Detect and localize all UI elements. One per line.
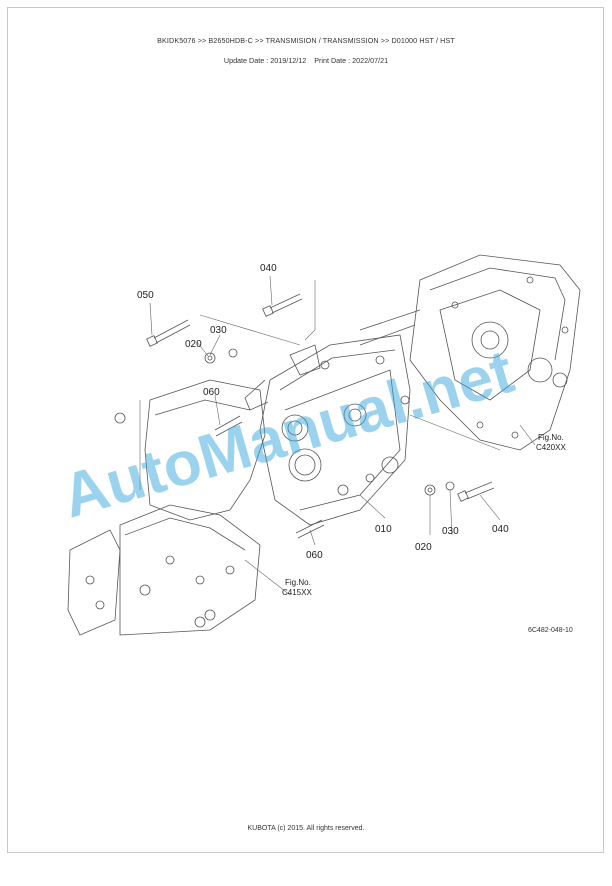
callout-060-bottom: 060	[306, 550, 323, 561]
hst-housing-drawing	[244, 334, 411, 526]
callout-020-bottom: 020	[415, 542, 432, 553]
fig-ref-left-label: Fig.No.	[285, 578, 311, 587]
fig-ref-right-label: Fig.No.	[538, 433, 564, 442]
callout-040-bottom: 040	[492, 524, 509, 535]
copyright-footer: KUBOTA (c) 2015. All rights reserved.	[247, 825, 365, 832]
fasteners-drawing	[146, 293, 495, 539]
page-frame	[7, 7, 604, 853]
callout-030-bottom: 030	[442, 526, 459, 537]
parts-diagram: 040 050 030 020 060 010 020 030 040 060 …	[60, 254, 581, 636]
callout-060-top: 060	[203, 387, 220, 398]
update-date: Update Date : 2019/12/12	[223, 56, 307, 65]
callout-050: 050	[137, 290, 154, 301]
fig-ref-right-number: C420XX	[536, 443, 566, 452]
callout-030-top: 030	[210, 325, 227, 336]
drawing-code: 6C482-048-10	[528, 627, 573, 634]
callout-040-top: 040	[260, 263, 277, 274]
date-line: Update Date : 2019/12/12 Print Date : 20…	[0, 56, 612, 65]
transmission-case-drawing	[359, 254, 581, 451]
print-date: Print Date : 2022/07/21	[314, 56, 389, 65]
callout-020-top: 020	[185, 339, 202, 350]
breadcrumb: BKIDK5076 >> B2650HDB-C >> TRANSMISION /…	[157, 36, 455, 45]
watermark: AutoManual.net	[60, 337, 521, 531]
frame-drawing	[67, 379, 266, 636]
leader-lines	[139, 275, 536, 596]
callout-010: 010	[375, 524, 392, 535]
fig-ref-left-number: C415XX	[282, 588, 312, 597]
